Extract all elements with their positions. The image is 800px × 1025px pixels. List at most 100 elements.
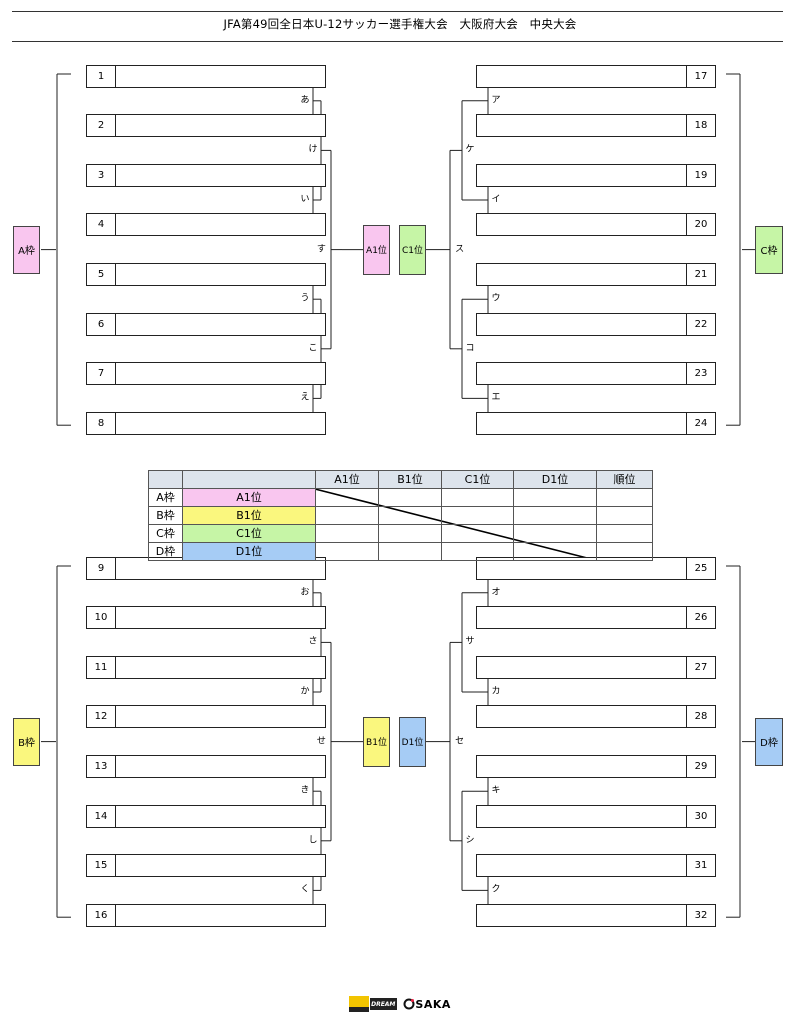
team-slot: 7 (86, 362, 326, 386)
team-slot: 28 (476, 705, 716, 729)
league-result-cell (441, 542, 514, 561)
league-group-cell: C枠 (148, 524, 183, 543)
winner-box-D: D1位 (399, 716, 426, 767)
round1-match-label: カ (490, 686, 502, 698)
osaka-logo-text: SAKA (415, 997, 451, 1011)
league-result-cell (378, 488, 442, 507)
round1-match-label: イ (490, 194, 502, 206)
league-result-cell (315, 524, 379, 543)
league-team-cell: D1位 (182, 542, 316, 561)
league-result-cell (513, 488, 597, 507)
round2-match-label: ケ (464, 144, 476, 156)
final-match-label: す (315, 244, 327, 256)
team-number: 16 (87, 904, 116, 926)
team-slot: 16 (86, 903, 326, 927)
winner-box-B: B1位 (363, 716, 390, 767)
league-header-cell (148, 470, 183, 489)
league-result-cell (378, 506, 442, 525)
team-slot: 3 (86, 163, 326, 187)
group-label-A: A枠 (13, 225, 40, 274)
round1-match-label: お (299, 587, 311, 599)
team-slot: 5 (86, 262, 326, 286)
team-number: 4 (87, 214, 116, 236)
league-group-cell: B枠 (148, 506, 183, 525)
league-header-cell: B1位 (378, 470, 442, 489)
round2-match-label: サ (464, 636, 476, 648)
league-result-cell (378, 524, 442, 543)
league-result-cell (513, 542, 597, 561)
team-number: 3 (87, 164, 116, 186)
round2-match-label: シ (464, 835, 476, 847)
team-slot: 1 (86, 64, 326, 88)
page-title: JFA第49回全日本U-12サッカー選手権大会 大阪府大会 中央大会 (223, 17, 577, 31)
team-slot: 13 (86, 754, 326, 778)
league-group-cell: A枠 (148, 488, 183, 507)
team-slot: 2 (86, 114, 326, 138)
final-match-label: ス (454, 244, 466, 256)
team-number: 29 (686, 755, 715, 777)
team-number: 23 (686, 363, 715, 385)
league-result-cell (441, 524, 514, 543)
team-number: 6 (87, 313, 116, 335)
round2-match-label: さ (307, 636, 319, 648)
team-number: 9 (87, 557, 116, 579)
league-team-cell: B1位 (182, 506, 316, 525)
team-number: 19 (686, 164, 715, 186)
group-label-C: C枠 (755, 225, 783, 274)
round1-match-label: キ (490, 785, 502, 797)
team-number: 5 (87, 263, 116, 285)
team-number: 20 (686, 214, 715, 236)
team-number: 7 (87, 363, 116, 385)
league-result-cell (315, 506, 379, 525)
team-number: 13 (87, 755, 116, 777)
team-slot: 27 (476, 655, 716, 679)
round1-match-label: オ (490, 587, 502, 599)
team-slot: 29 (476, 754, 716, 778)
team-number: 1 (87, 65, 116, 87)
team-slot: 17 (476, 64, 716, 88)
team-number: 26 (686, 607, 715, 629)
team-number: 11 (87, 656, 116, 678)
final-match-label: せ (315, 736, 327, 748)
dream-logo-text: DREAM (371, 1000, 396, 1008)
team-slot: 12 (86, 705, 326, 729)
league-result-cell (441, 506, 514, 525)
team-number: 30 (686, 805, 715, 827)
team-number: 14 (87, 805, 116, 827)
team-number: 10 (87, 607, 116, 629)
team-slot: 31 (476, 854, 716, 878)
league-result-cell (513, 506, 597, 525)
league-result-cell (441, 488, 514, 507)
round1-match-label: エ (490, 392, 502, 404)
winner-box-C: C1位 (399, 224, 426, 275)
team-slot: 20 (476, 213, 716, 237)
round1-match-label: ウ (490, 293, 502, 305)
team-slot: 30 (476, 804, 716, 828)
league-result-cell (315, 488, 379, 507)
league-result-cell (513, 524, 597, 543)
round1-match-label: き (299, 785, 311, 797)
team-number: 21 (686, 263, 715, 285)
team-slot: 10 (86, 606, 326, 630)
league-header-cell: 順位 (596, 470, 653, 489)
round2-match-label: こ (307, 343, 319, 355)
team-slot: 18 (476, 114, 716, 138)
round1-match-label: い (299, 194, 311, 206)
team-number: 24 (686, 412, 715, 434)
jfa-dream-logo: DREAM (349, 996, 421, 1012)
team-number: 22 (686, 313, 715, 335)
team-number: 17 (686, 65, 715, 87)
round2-match-label: し (307, 835, 319, 847)
team-number: 12 (87, 706, 116, 728)
team-slot: 8 (86, 411, 326, 435)
group-label-D: D枠 (755, 717, 783, 766)
osaka-fa-logo: SAKA (403, 998, 450, 1011)
league-result-cell (378, 542, 442, 561)
league-team-cell: C1位 (182, 524, 316, 543)
team-number: 15 (87, 855, 116, 877)
osaka-ring-icon (403, 998, 415, 1010)
league-result-cell (596, 524, 653, 543)
